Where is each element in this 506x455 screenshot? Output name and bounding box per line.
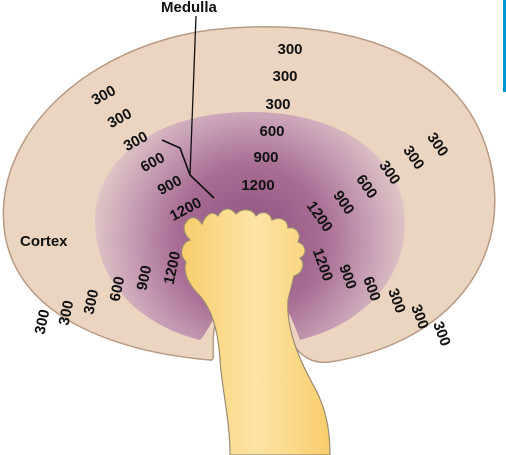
medulla-bracket <box>161 139 215 199</box>
medulla-label: Medulla <box>161 0 217 16</box>
value-label: 1200 <box>161 250 185 286</box>
accent-bar <box>503 0 506 92</box>
values-lower-left: 300 300 300 600 900 1200 <box>32 250 185 336</box>
value-label: 300 <box>277 41 302 58</box>
value-label: 300 <box>429 319 454 348</box>
value-label: 600 <box>259 123 284 140</box>
value-label: 300 <box>32 308 54 336</box>
value-label: 300 <box>272 68 297 85</box>
cortex-label: Cortex <box>20 233 68 250</box>
renal-pelvis <box>181 208 331 455</box>
value-label: 300 <box>56 299 78 327</box>
value-label: 900 <box>134 264 156 292</box>
values-upper-center: 300 300 300 600 900 1200 <box>241 41 302 194</box>
medulla-leader-line <box>189 15 197 176</box>
value-label: 300 <box>265 96 290 113</box>
value-label: 600 <box>107 275 129 303</box>
value-label: 900 <box>253 149 278 166</box>
value-label: 300 <box>81 288 103 316</box>
value-label: 1200 <box>241 177 274 194</box>
